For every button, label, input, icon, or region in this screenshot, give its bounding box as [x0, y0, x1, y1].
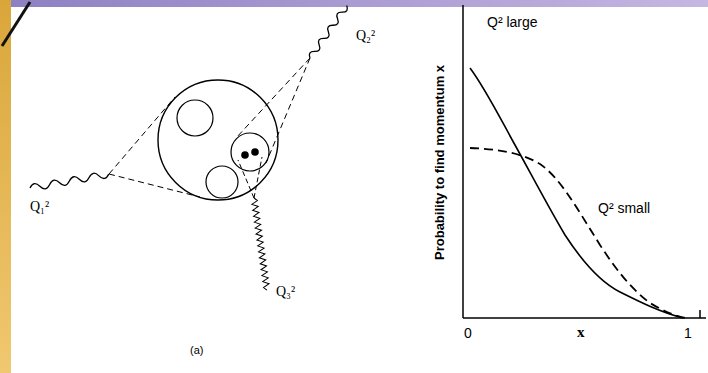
resolution-line [238, 160, 254, 198]
curve-label: Q² large [487, 14, 538, 30]
top-band [0, 0, 708, 7]
resolution-line [109, 174, 200, 197]
parton-dot [241, 151, 249, 159]
y-axis [462, 5, 464, 318]
resolution-line [109, 97, 175, 174]
proton-circle [158, 80, 278, 200]
photon-wave [29, 171, 109, 192]
x-axis [463, 317, 706, 319]
corner-stroke [2, 2, 30, 46]
curve-label-holder: Q² large [487, 14, 538, 30]
axis-variable-holder: x [577, 324, 585, 341]
curve-label: Q² small [598, 200, 650, 216]
axis-tick [699, 310, 701, 318]
quark-circle [206, 166, 238, 198]
panel-label-holder: (a) [190, 344, 203, 357]
momentum-transfer-label-holder: Q₂² [356, 28, 375, 44]
tick-label: 0 [464, 325, 472, 341]
small-q2-curve [470, 148, 686, 318]
left-band [0, 0, 11, 373]
momentum-transfer-label-holder: Q₃² [276, 284, 295, 300]
resolution-line [254, 157, 262, 198]
momentum-transfer-label: Q₃² [276, 284, 295, 300]
panel-label: (a) [190, 344, 203, 357]
momentum-transfer-label: Q₁² [30, 199, 49, 215]
tick-label: 1 [684, 325, 692, 341]
momentum-transfer-label-holder: Q₁² [30, 199, 49, 215]
resolution-line [266, 58, 310, 163]
axis-title: Probability to find momentum x [434, 64, 449, 259]
tick-label-holder: 0 [464, 325, 472, 341]
resolution-line [236, 58, 310, 138]
parton-dot [251, 148, 259, 156]
axis-variable: x [577, 324, 585, 341]
quark-circle [177, 100, 213, 136]
photon-zigzag [251, 198, 270, 291]
axis-title-holder: Probability to find momentum x [434, 64, 449, 259]
photon-wave [308, 4, 350, 60]
large-q2-curve [470, 68, 683, 318]
tick-label-holder: 1 [684, 325, 692, 341]
curve-label-holder: Q² small [598, 200, 650, 216]
momentum-transfer-label: Q₂² [356, 28, 375, 44]
quark-circle [231, 133, 269, 171]
